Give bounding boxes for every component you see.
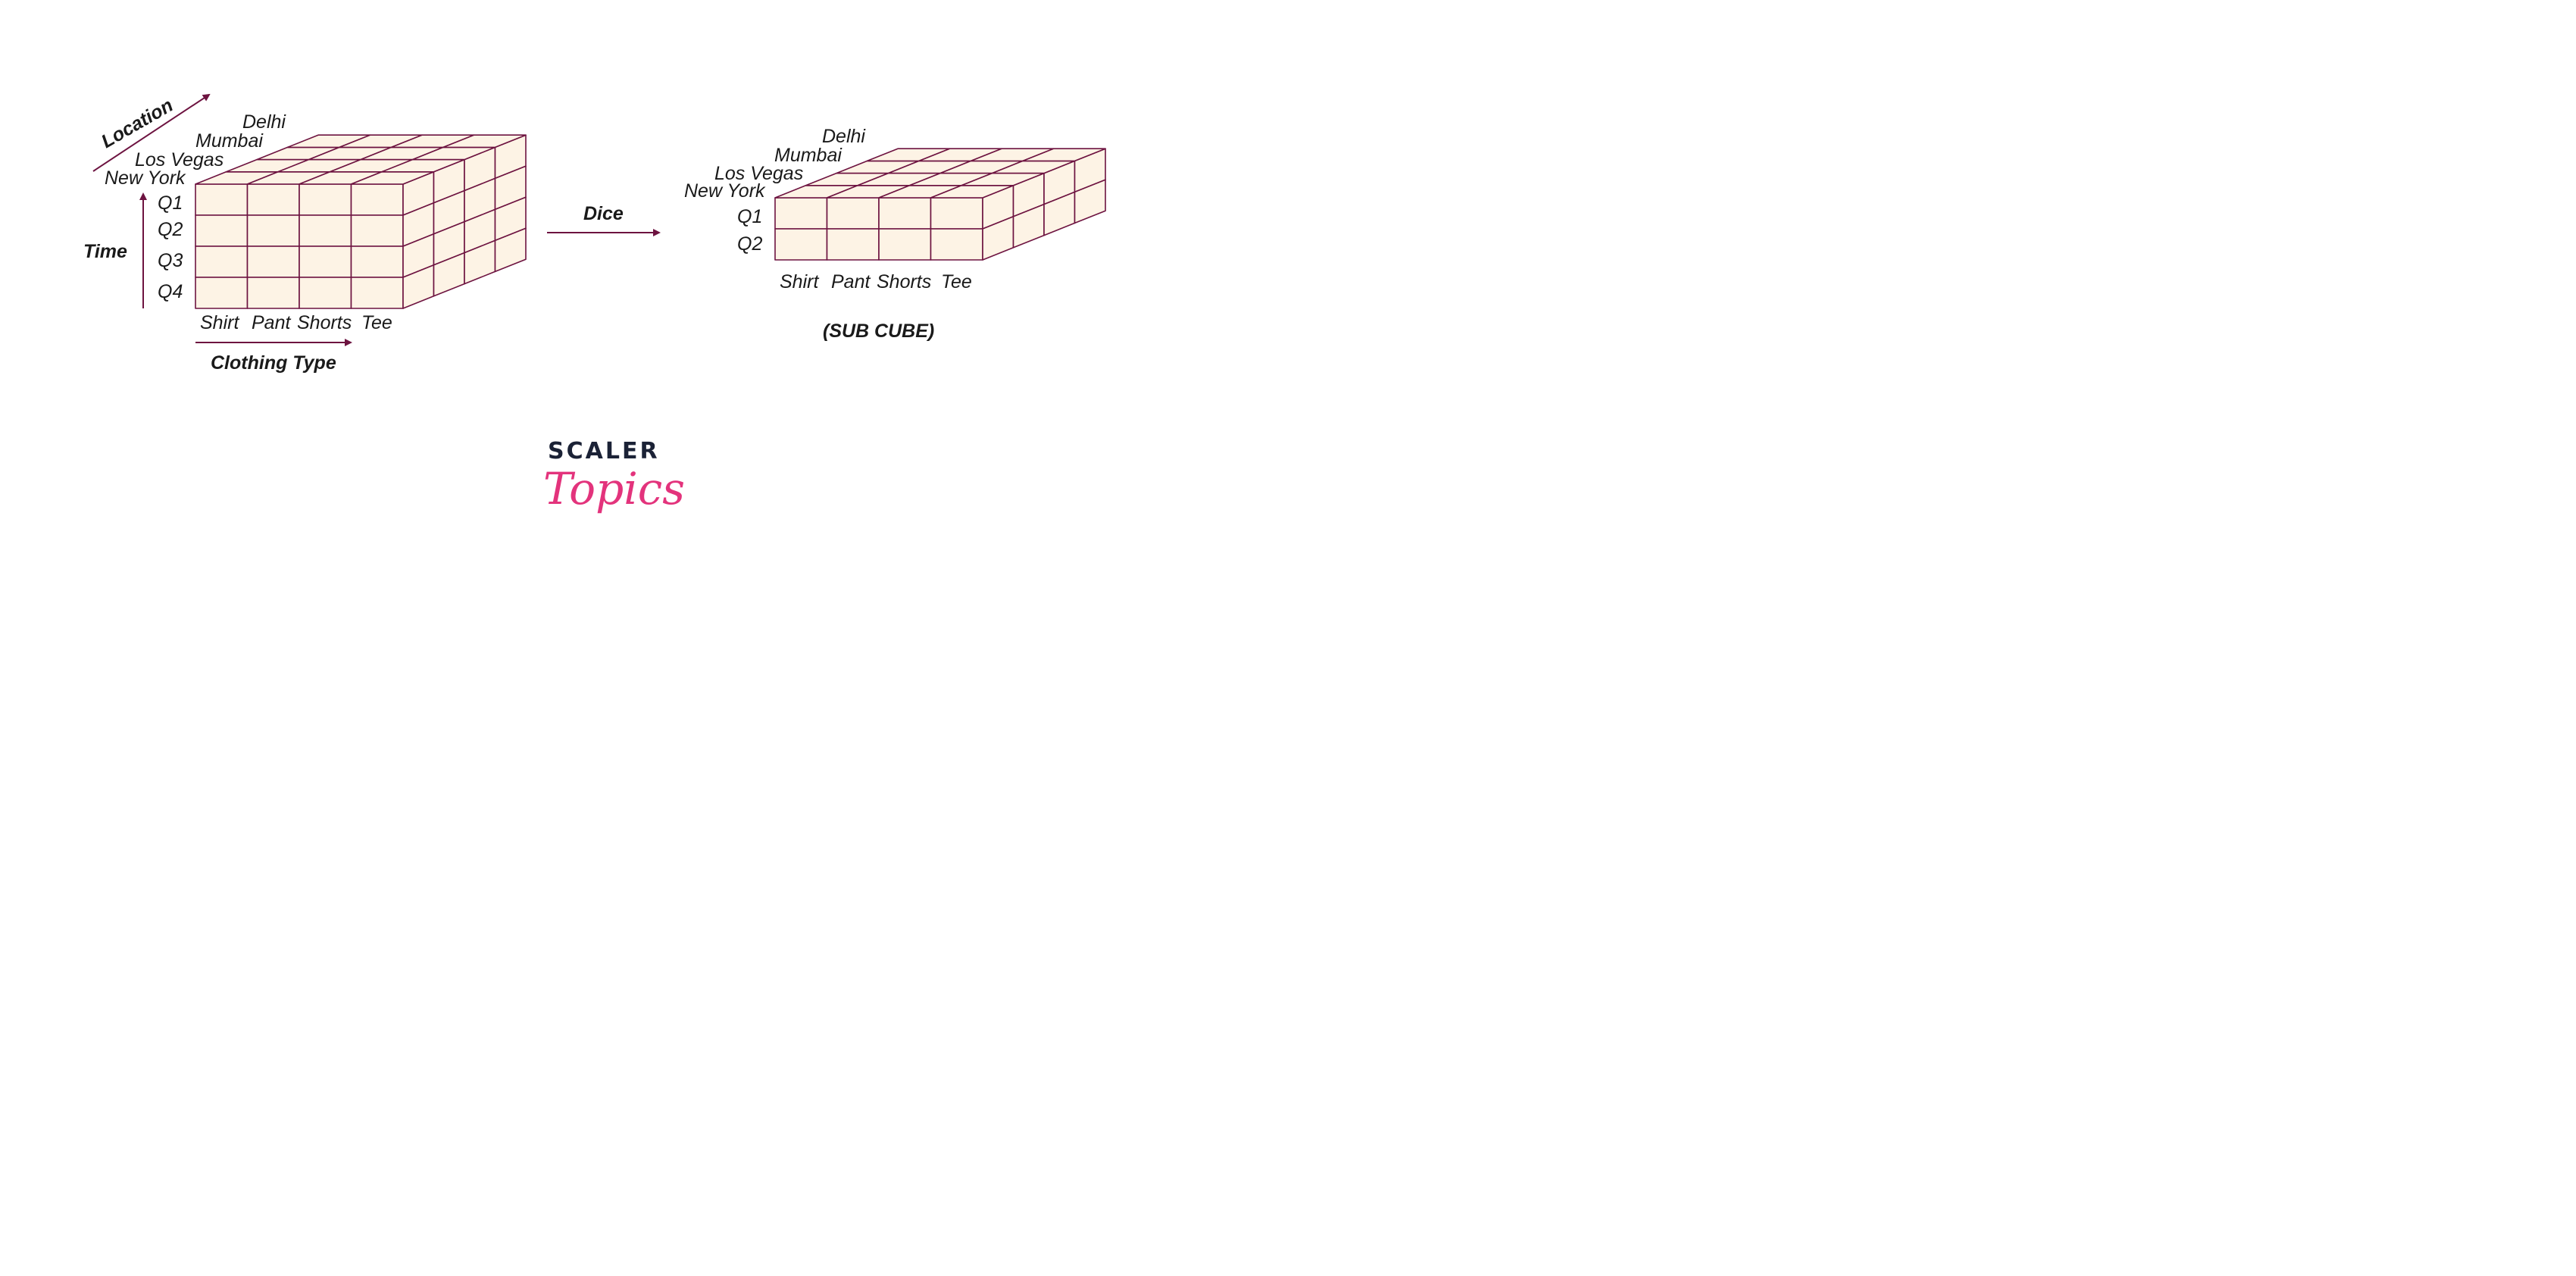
- item-label-shorts: Shorts: [297, 312, 352, 333]
- cube-front-cell: [299, 277, 352, 309]
- cube-front-cell: [246, 277, 300, 309]
- subcube-front-cell: [774, 197, 828, 230]
- quarter-label-q3: Q3: [158, 250, 183, 271]
- cube-front-cell: [299, 183, 352, 216]
- cube-front-cell: [350, 183, 404, 216]
- location-label-los-vegas: Los Vegas: [135, 149, 224, 170]
- data-cube: [195, 134, 527, 309]
- scaler-topics-logo: SCALER Topics: [543, 438, 685, 514]
- cube-side-cell: [494, 227, 527, 273]
- sub-location-label-mumbai: Mumbai: [774, 145, 843, 166]
- sub-location-label-los-vegas: Los Vegas: [714, 163, 803, 184]
- sub-item-label-tee: Tee: [941, 271, 972, 292]
- cube-front-cell: [195, 246, 249, 278]
- clothing-axis-label: Clothing Type: [211, 352, 336, 374]
- logo-wordmark: SCALER: [548, 438, 660, 464]
- subcube-front-cell: [878, 228, 932, 261]
- subcube-caption: (SUB CUBE): [823, 321, 934, 342]
- cube-front-cell: [195, 214, 249, 247]
- cube-front-cell: [195, 183, 249, 216]
- subcube-top-cell: [1022, 148, 1106, 162]
- sub-quarter-label-q1: Q1: [737, 206, 762, 227]
- subcube-front-cell: [930, 197, 983, 230]
- item-label-shirt: Shirt: [200, 312, 239, 333]
- subcube-front-cell: [826, 197, 880, 230]
- sub-item-label-pant: Pant: [831, 271, 871, 292]
- cube-front-cell: [246, 183, 300, 216]
- dice-label: Dice: [583, 203, 624, 224]
- cube-front-cell: [299, 246, 352, 278]
- cube-front-cell: [195, 277, 249, 309]
- subcube-front-cell: [774, 228, 828, 261]
- sub-location-label-delhi: Delhi: [822, 126, 866, 147]
- cube-front-cell: [246, 246, 300, 278]
- sub-quarter-label-q2: Q2: [737, 233, 762, 255]
- sub-location-label-new-york: New York: [684, 180, 766, 202]
- location-axis-arrow: [92, 93, 211, 172]
- location-label-delhi: Delhi: [242, 111, 286, 133]
- dice-diagram: Location Time Clothing Type New York Los…: [0, 0, 1188, 594]
- subcube-front-cell: [930, 228, 983, 261]
- time-axis-label: Time: [83, 241, 127, 262]
- cube-front-cell: [246, 214, 300, 247]
- location-label-mumbai: Mumbai: [195, 130, 264, 152]
- sub-cube: [774, 148, 1106, 261]
- subcube-front-cell: [878, 197, 932, 230]
- cube-front-cell: [299, 214, 352, 247]
- cube-front-cell: [350, 277, 404, 309]
- quarter-label-q4: Q4: [158, 281, 183, 302]
- cube-front-cell: [350, 214, 404, 247]
- subcube-front-cell: [826, 228, 880, 261]
- quarter-label-q1: Q1: [158, 192, 183, 214]
- subcube-side-cell: [1074, 179, 1106, 224]
- cube-front-cell: [350, 246, 404, 278]
- sub-item-label-shorts: Shorts: [877, 271, 931, 292]
- quarter-label-q2: Q2: [158, 219, 183, 240]
- cube-top-cell: [442, 134, 527, 149]
- sub-item-label-shirt: Shirt: [780, 271, 819, 292]
- item-label-tee: Tee: [361, 312, 392, 333]
- logo-script: Topics: [543, 463, 685, 514]
- item-label-pant: Pant: [252, 312, 291, 333]
- location-label-new-york: New York: [105, 167, 186, 189]
